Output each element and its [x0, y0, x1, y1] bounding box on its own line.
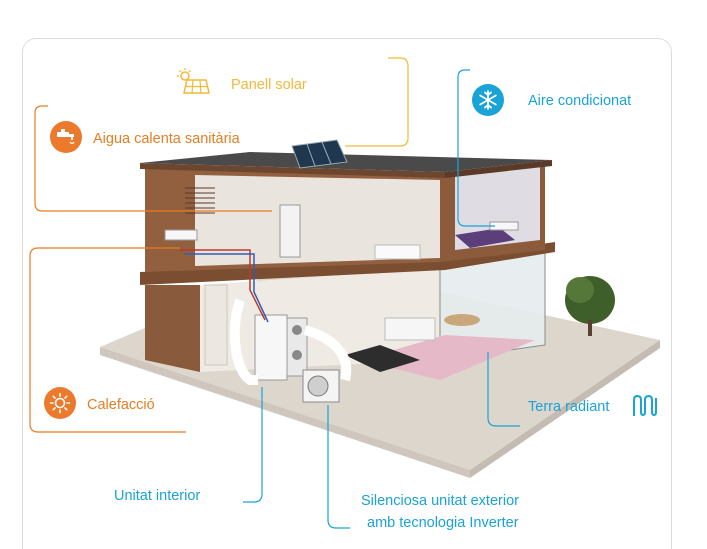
- outdoor-unit-label-line2: amb tecnologia Inverter: [367, 515, 519, 531]
- air-conditioning-label: Aire condicionat: [528, 93, 632, 109]
- indoor-unit: [254, 314, 288, 381]
- solar-panel-label: Panell solar: [231, 77, 307, 93]
- snowflake-icon: [472, 84, 504, 116]
- underfloor-callout-line: [487, 352, 520, 427]
- underfloor-area: [360, 335, 535, 380]
- heating-label: Calefacció: [87, 397, 155, 413]
- sun-icon: [44, 387, 76, 419]
- content-frame: [22, 38, 672, 549]
- faucet-icon: [50, 121, 82, 153]
- underfloor-label: Terra radiant: [528, 399, 610, 415]
- heating-callout-line: [29, 247, 186, 433]
- upper-interior: [195, 175, 440, 266]
- ac-callout-line: [457, 69, 495, 227]
- outdoor-callout-line: [327, 405, 350, 529]
- underfloor-heating-icon: [631, 394, 659, 423]
- solar-callout-line: [345, 57, 409, 147]
- indoor-unit-label: Unitat interior: [114, 488, 201, 504]
- outdoor-unit-label-line1: Silenciosa unitat exterior: [361, 493, 519, 509]
- hot-water-label: Aigua calenta sanitària: [93, 131, 240, 147]
- solar-panel-icon: [176, 67, 210, 102]
- indoor-callout-line: [243, 387, 263, 503]
- hot-water-callout-line: [34, 105, 272, 212]
